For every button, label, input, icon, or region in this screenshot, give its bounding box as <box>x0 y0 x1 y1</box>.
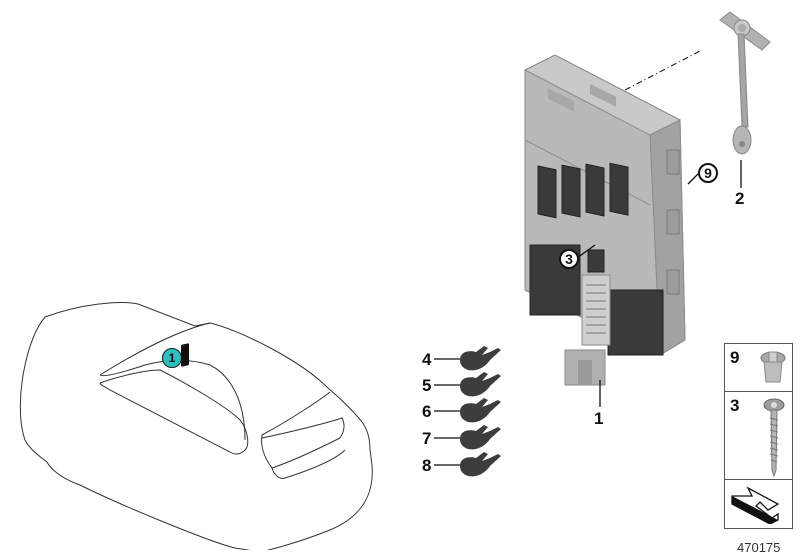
fuse-7-icon[interactable] <box>458 425 503 453</box>
clip-nut-icon <box>760 351 786 383</box>
direction-arrow-icon <box>731 486 780 524</box>
legend-item-screw[interactable]: 3 <box>725 392 792 480</box>
fuse-6-icon[interactable] <box>458 398 503 426</box>
legend-number: 9 <box>730 348 740 367</box>
callout-4[interactable]: 4 <box>422 350 432 369</box>
callout-5[interactable]: 5 <box>422 376 432 395</box>
callout-2[interactable]: 2 <box>735 189 745 208</box>
ground-strap-illustration[interactable] <box>718 2 778 167</box>
callout-9[interactable]: 9 <box>698 163 718 183</box>
legend-item-clip-nut[interactable]: 9 <box>725 344 792 392</box>
callout-7[interactable]: 7 <box>422 429 432 448</box>
screw-icon <box>763 398 785 478</box>
legend-number: 3 <box>730 396 740 415</box>
callout-3[interactable]: 3 <box>559 249 579 269</box>
vehicle-outline <box>19 302 373 550</box>
legend-item-direction-arrow <box>725 480 792 528</box>
diagram-id: 470175 <box>737 540 781 555</box>
control-module-illustration[interactable] <box>510 50 710 410</box>
callout-8[interactable]: 8 <box>422 456 432 475</box>
parts-legend: 9 3 <box>724 343 793 529</box>
fuse-8-icon[interactable] <box>458 452 503 480</box>
fuse-4-icon[interactable] <box>458 346 503 374</box>
callout-1[interactable]: 1 <box>594 409 604 428</box>
callout-6[interactable]: 6 <box>422 402 432 421</box>
fuse-5-icon[interactable] <box>458 372 503 400</box>
